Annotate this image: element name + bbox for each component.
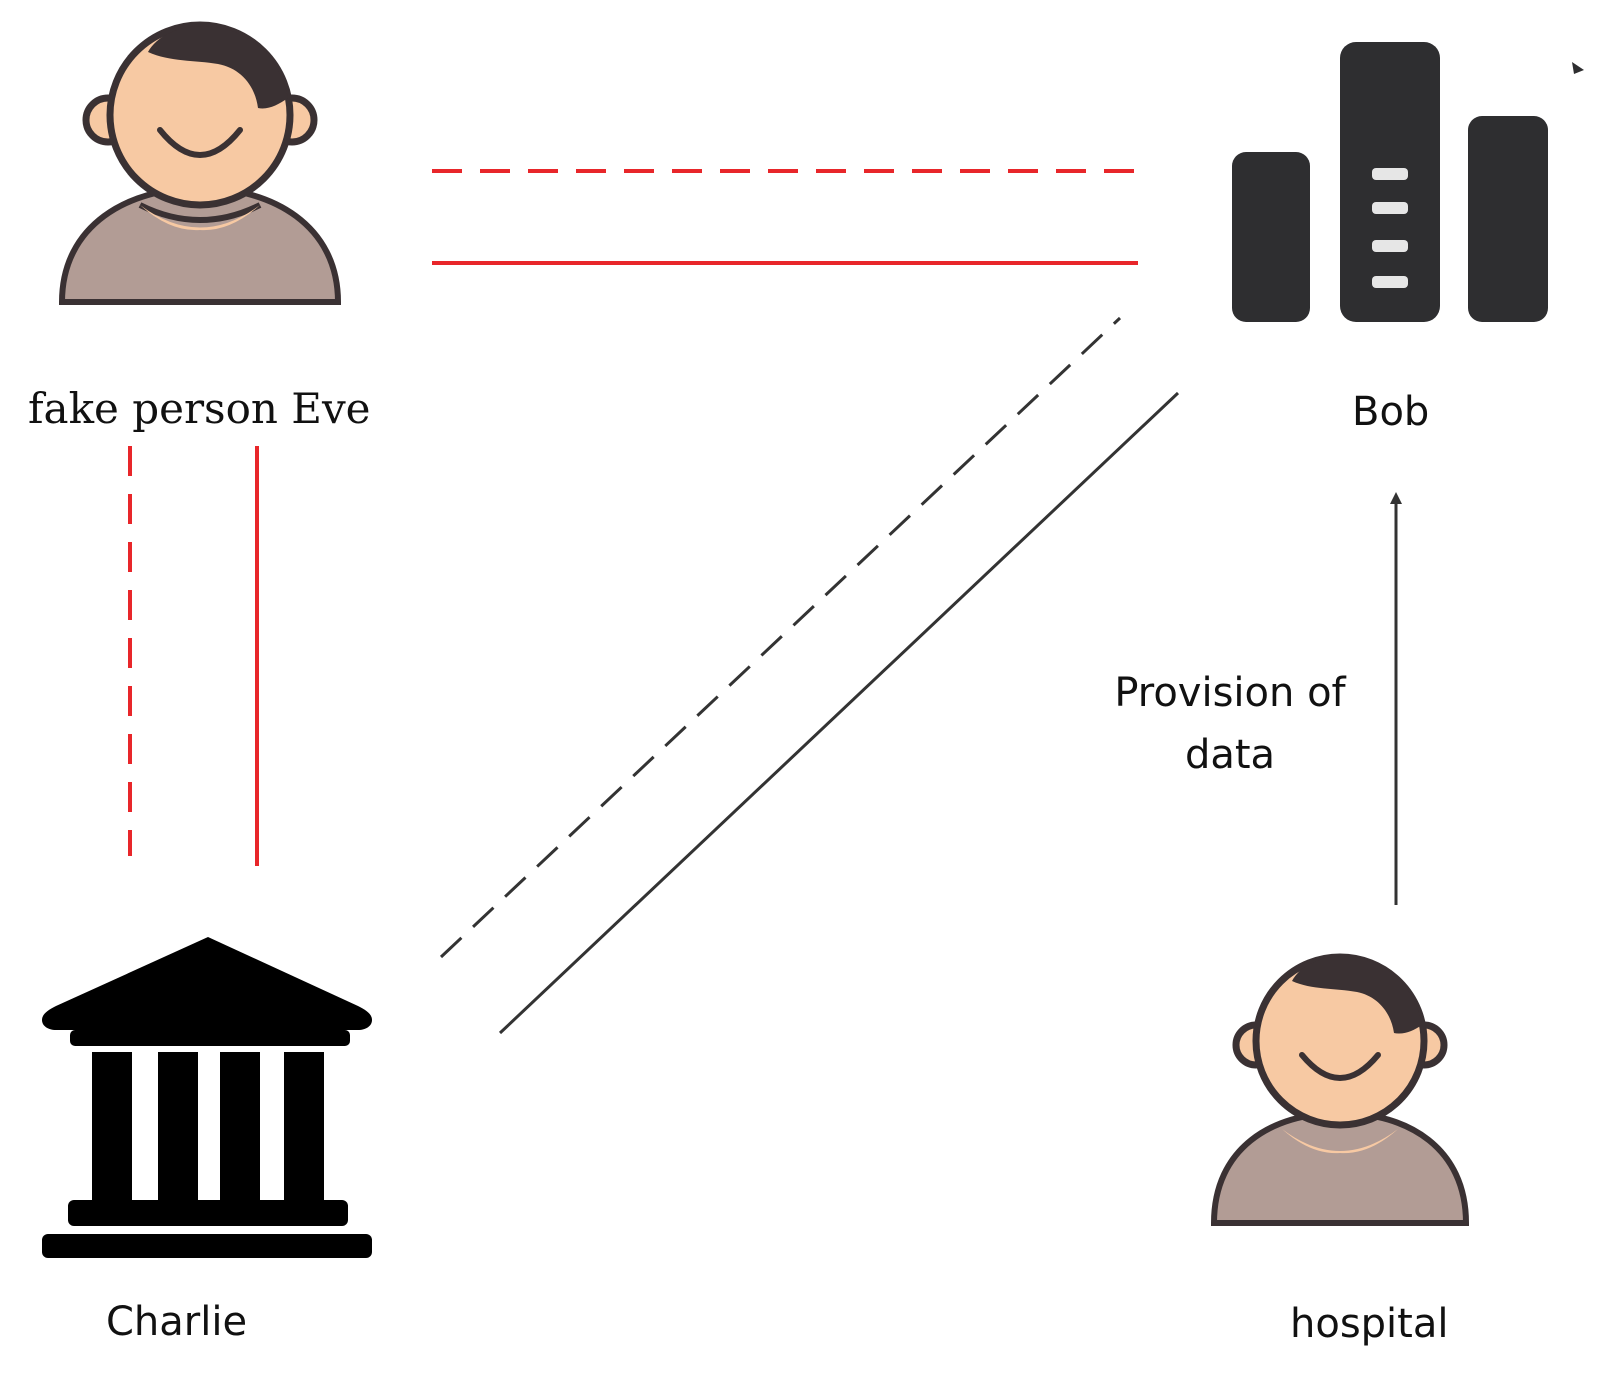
bob-label: Bob xyxy=(1352,389,1430,435)
provision-label: Provision of data xyxy=(1114,670,1346,778)
eve-label: fake person Eve xyxy=(28,384,371,433)
hospital-person-icon xyxy=(1210,953,1470,1226)
hospital-label: hospital xyxy=(1290,1301,1449,1347)
eve-person-icon xyxy=(58,21,342,305)
charlie-building-icon xyxy=(42,937,372,1258)
charlie-bob-solid-line xyxy=(498,391,1180,1035)
charlie-label: Charlie xyxy=(106,1299,248,1345)
charlie-bob-dashed-line xyxy=(439,316,1122,959)
bob-server-icon xyxy=(1232,42,1584,322)
